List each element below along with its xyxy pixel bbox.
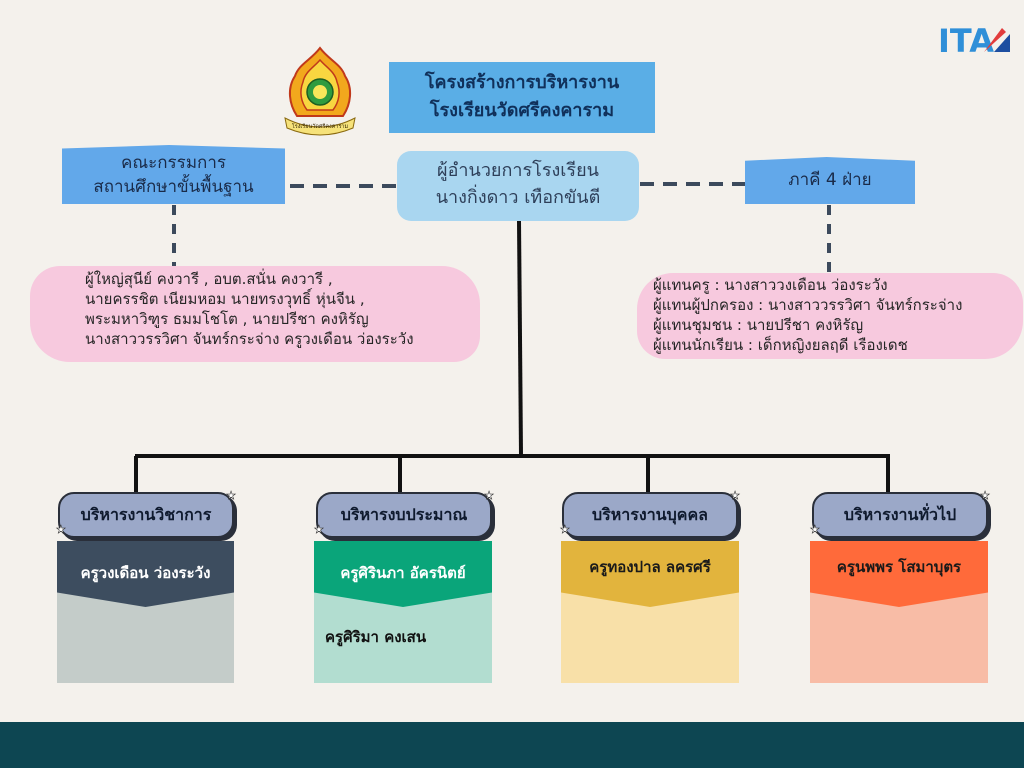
committee-line-2: สถานศึกษาขั้นพื้นฐาน — [93, 177, 254, 197]
star-icon: ★ — [730, 489, 740, 502]
dept-budget-head: ครูศิรินภา อัครนิตย์ — [314, 541, 492, 607]
partners-label: ภาคี 4 ฝ่าย — [788, 170, 872, 190]
partners-box: ภาคี 4 ฝ่าย — [745, 157, 915, 204]
dept-label-text: บริหารงานทั่วไป — [843, 505, 957, 524]
dept-label-text: บริหารงานวิชาการ — [80, 505, 212, 524]
star-icon: ★ — [56, 523, 66, 536]
partner-members-box: ผู้แทนครู : นางสาววงเดือน ว่องระวัง ผู้แ… — [637, 273, 1023, 359]
star-icon: ★ — [980, 489, 990, 502]
dept-general-head: ครูนพพร โสมาบุตร — [810, 541, 988, 607]
star-icon: ★ — [560, 523, 570, 536]
emblem-text: โรงเรียนวัดศรีคงคาราม — [292, 122, 349, 130]
dept-personnel-head: ครูทองปาล ลครศรี — [561, 541, 739, 607]
committee-member-line: ผู้ใหญ่สุนีย์ คงวารี , อบต.สนั่น คงวารี … — [85, 270, 333, 288]
director-box: ผู้อำนวยการโรงเรียน นางกิ่งดาว เทือกขันต… — [397, 151, 639, 221]
star-icon: ★ — [484, 489, 494, 502]
dept-personnel-label: ★ ★ บริหารงานบุคคล — [560, 489, 740, 538]
dept-academic-head: ครูวงเดือน ว่องระวัง — [57, 541, 234, 607]
dept-head-name: ครูนพพร โสมาบุตร — [836, 558, 962, 576]
dept-general-label: ★ ★ บริหารงานทั่วไป — [810, 489, 990, 538]
star-icon: ★ — [226, 489, 236, 502]
partner-member-line: ผู้แทนครู : นางสาววงเดือน ว่องระวัง — [653, 276, 888, 294]
star-icon: ★ — [314, 523, 324, 536]
ita-logo-icon: ITA — [938, 22, 1010, 56]
title-line-1: โครงสร้างการบริหารงาน — [424, 72, 620, 93]
committee-box: คณะกรรมการ สถานศึกษาขั้นพื้นฐาน — [62, 145, 285, 204]
director-name: นางกิ่งดาว เทือกขันตี — [435, 187, 601, 208]
dept-head-name: ครูทองปาล ลครศรี — [589, 558, 711, 576]
footer-bar — [0, 722, 1024, 768]
page-title: โครงสร้างการบริหารงาน โรงเรียนวัดศรีคงคา… — [389, 62, 655, 133]
partner-member-line: ผู้แทนผู้ปกครอง : นางสาววรรวิศา จันทร์กร… — [653, 296, 963, 314]
committee-members-box: ผู้ใหญ่สุนีย์ คงวารี , อบต.สนั่น คงวารี … — [30, 266, 480, 362]
dept-head-name: ครูศิรินภา อัครนิตย์ — [340, 564, 466, 582]
dept-label-text: บริหารงานบุคคล — [592, 505, 708, 524]
committee-member-line: นายครรชิต เนียมหอม นายทรงวุทธิ์ หุ่นจีน … — [85, 290, 365, 308]
dept-budget-label: ★ ★ บริหารงบประมาณ — [314, 489, 494, 538]
committee-line-1: คณะกรรมการ — [120, 153, 226, 173]
director-title: ผู้อำนวยการโรงเรียน — [437, 160, 599, 181]
committee-member-line: นางสาววรรวิศา จันทร์กระจ่าง ครูวงเดือน ว… — [85, 330, 414, 348]
ita-text: ITA — [938, 22, 994, 56]
title-line-2: โรงเรียนวัดศรีคงคาราม — [429, 100, 615, 121]
dept-academic-label: ★ ★ บริหารงานวิชาการ — [56, 489, 236, 538]
partner-member-line: ผู้แทนนักเรียน : เด็กหญิงยลฤดี เรืองเดช — [653, 336, 908, 354]
dept-budget-extra: ครูศิริมา คงเสน — [325, 628, 427, 646]
star-icon: ★ — [810, 523, 820, 536]
committee-member-line: พระมหาวิฑูร ธมมโชโต , นายปรีชา คงหิรัญ — [85, 310, 369, 328]
partner-member-line: ผู้แทนชุมชน : นายปรีชา คงหิรัญ — [653, 316, 864, 334]
dept-head-name: ครูวงเดือน ว่องระวัง — [80, 564, 211, 582]
school-emblem-icon: โรงเรียนวัดศรีคงคาราม — [284, 46, 356, 136]
dept-label-text: บริหารงบประมาณ — [340, 505, 468, 524]
